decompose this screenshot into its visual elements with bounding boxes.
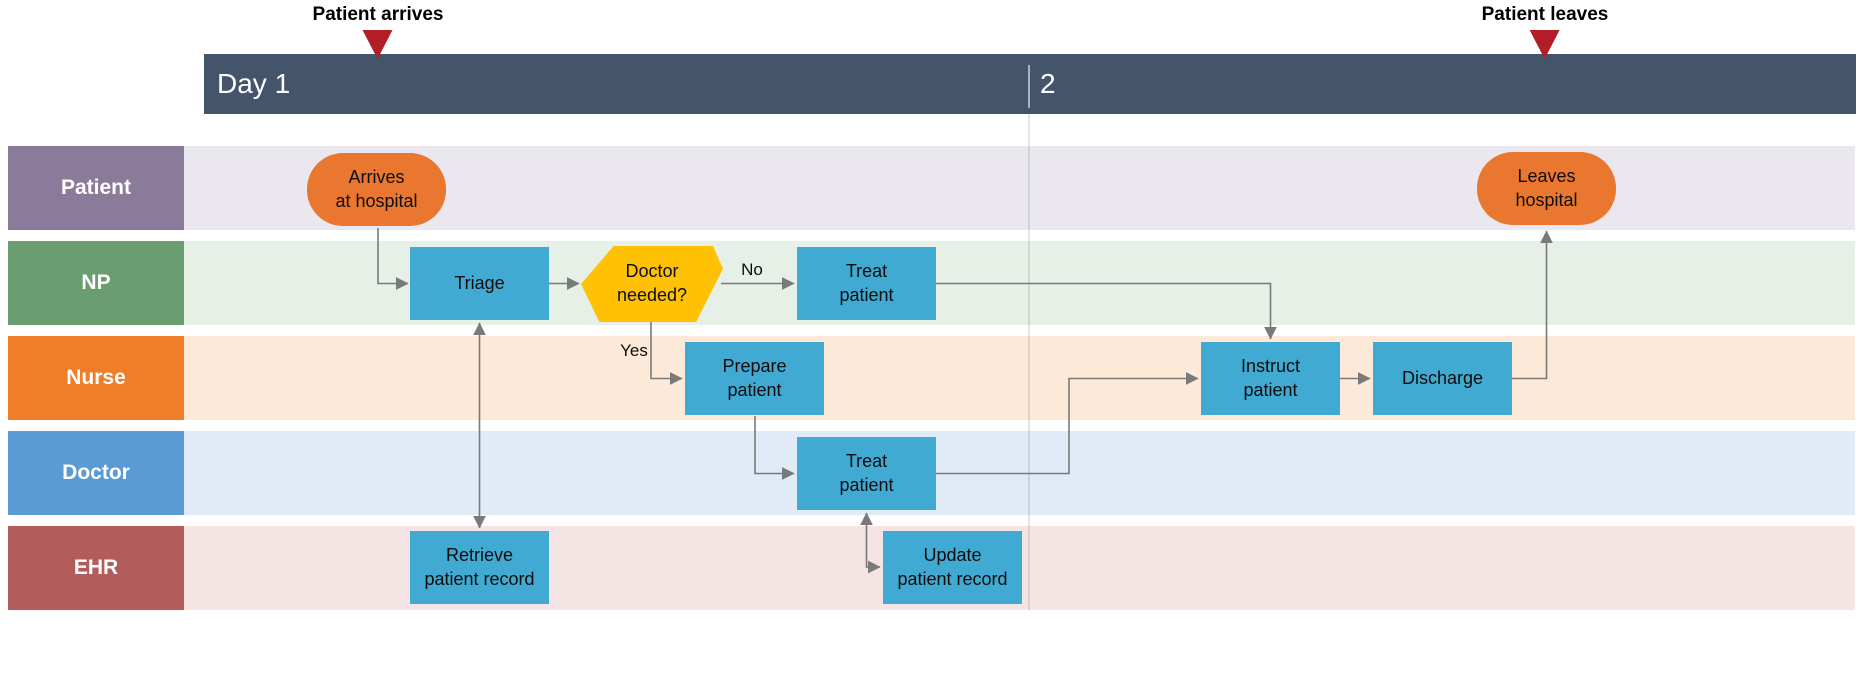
node-prepare-patient[interactable]: Prepare patient: [685, 342, 824, 415]
node-doctor-needed[interactable]: Doctor needed?: [581, 246, 723, 322]
node-discharge[interactable]: Discharge: [1373, 342, 1512, 415]
node-update-patient-record[interactable]: Update patient record: [883, 531, 1022, 604]
phase-divider: [1028, 65, 1030, 108]
lane-label-ehr: EHR: [8, 526, 184, 610]
node-leaves-hospital[interactable]: Leaves hospital: [1477, 152, 1616, 225]
node-treat-patient-np[interactable]: Treat patient: [797, 247, 936, 320]
lane-band-doctor: [184, 431, 1855, 515]
lane-band-nurse: [184, 336, 1855, 420]
edge-label-no: No: [741, 260, 763, 279]
milestone-marker-icon: [1530, 30, 1560, 59]
node-treat-patient-doctor[interactable]: Treat patient: [797, 437, 936, 510]
node-retrieve-patient-record[interactable]: Retrieve patient record: [410, 531, 549, 604]
milestone-label: Patient leaves: [1481, 4, 1609, 25]
milestone-patient-arrives: Patient arrives: [312, 4, 444, 59]
lane-label-text: NP: [81, 271, 111, 294]
lane-label-patient: Patient: [8, 146, 184, 230]
lane-label-nurse: Nurse: [8, 336, 184, 420]
lane-label-text: Nurse: [66, 366, 126, 389]
phase-label-day-2: 2: [1040, 68, 1056, 99]
node-instruct-patient[interactable]: Instruct patient: [1201, 342, 1340, 415]
lane-label-text: EHR: [73, 556, 119, 579]
timeline-header: Day 1 2: [204, 54, 1856, 114]
lane-label-doctor: Doctor: [8, 431, 184, 515]
node-arrives-at-hospital[interactable]: Arrives at hospital: [307, 153, 446, 226]
phase-label-day-1: Day 1: [217, 68, 291, 99]
node-triage[interactable]: Triage: [410, 247, 549, 320]
phase-divider-line: [1028, 114, 1030, 610]
milestone-marker-icon: [363, 30, 393, 59]
milestone-patient-leaves: Patient leaves: [1481, 4, 1609, 59]
milestone-label: Patient arrives: [312, 4, 444, 25]
lane-label-text: Patient: [60, 176, 131, 199]
lane-label-np: NP: [8, 241, 184, 325]
lane-label-text: Doctor: [62, 461, 130, 484]
edge-label-yes: Yes: [620, 341, 648, 360]
